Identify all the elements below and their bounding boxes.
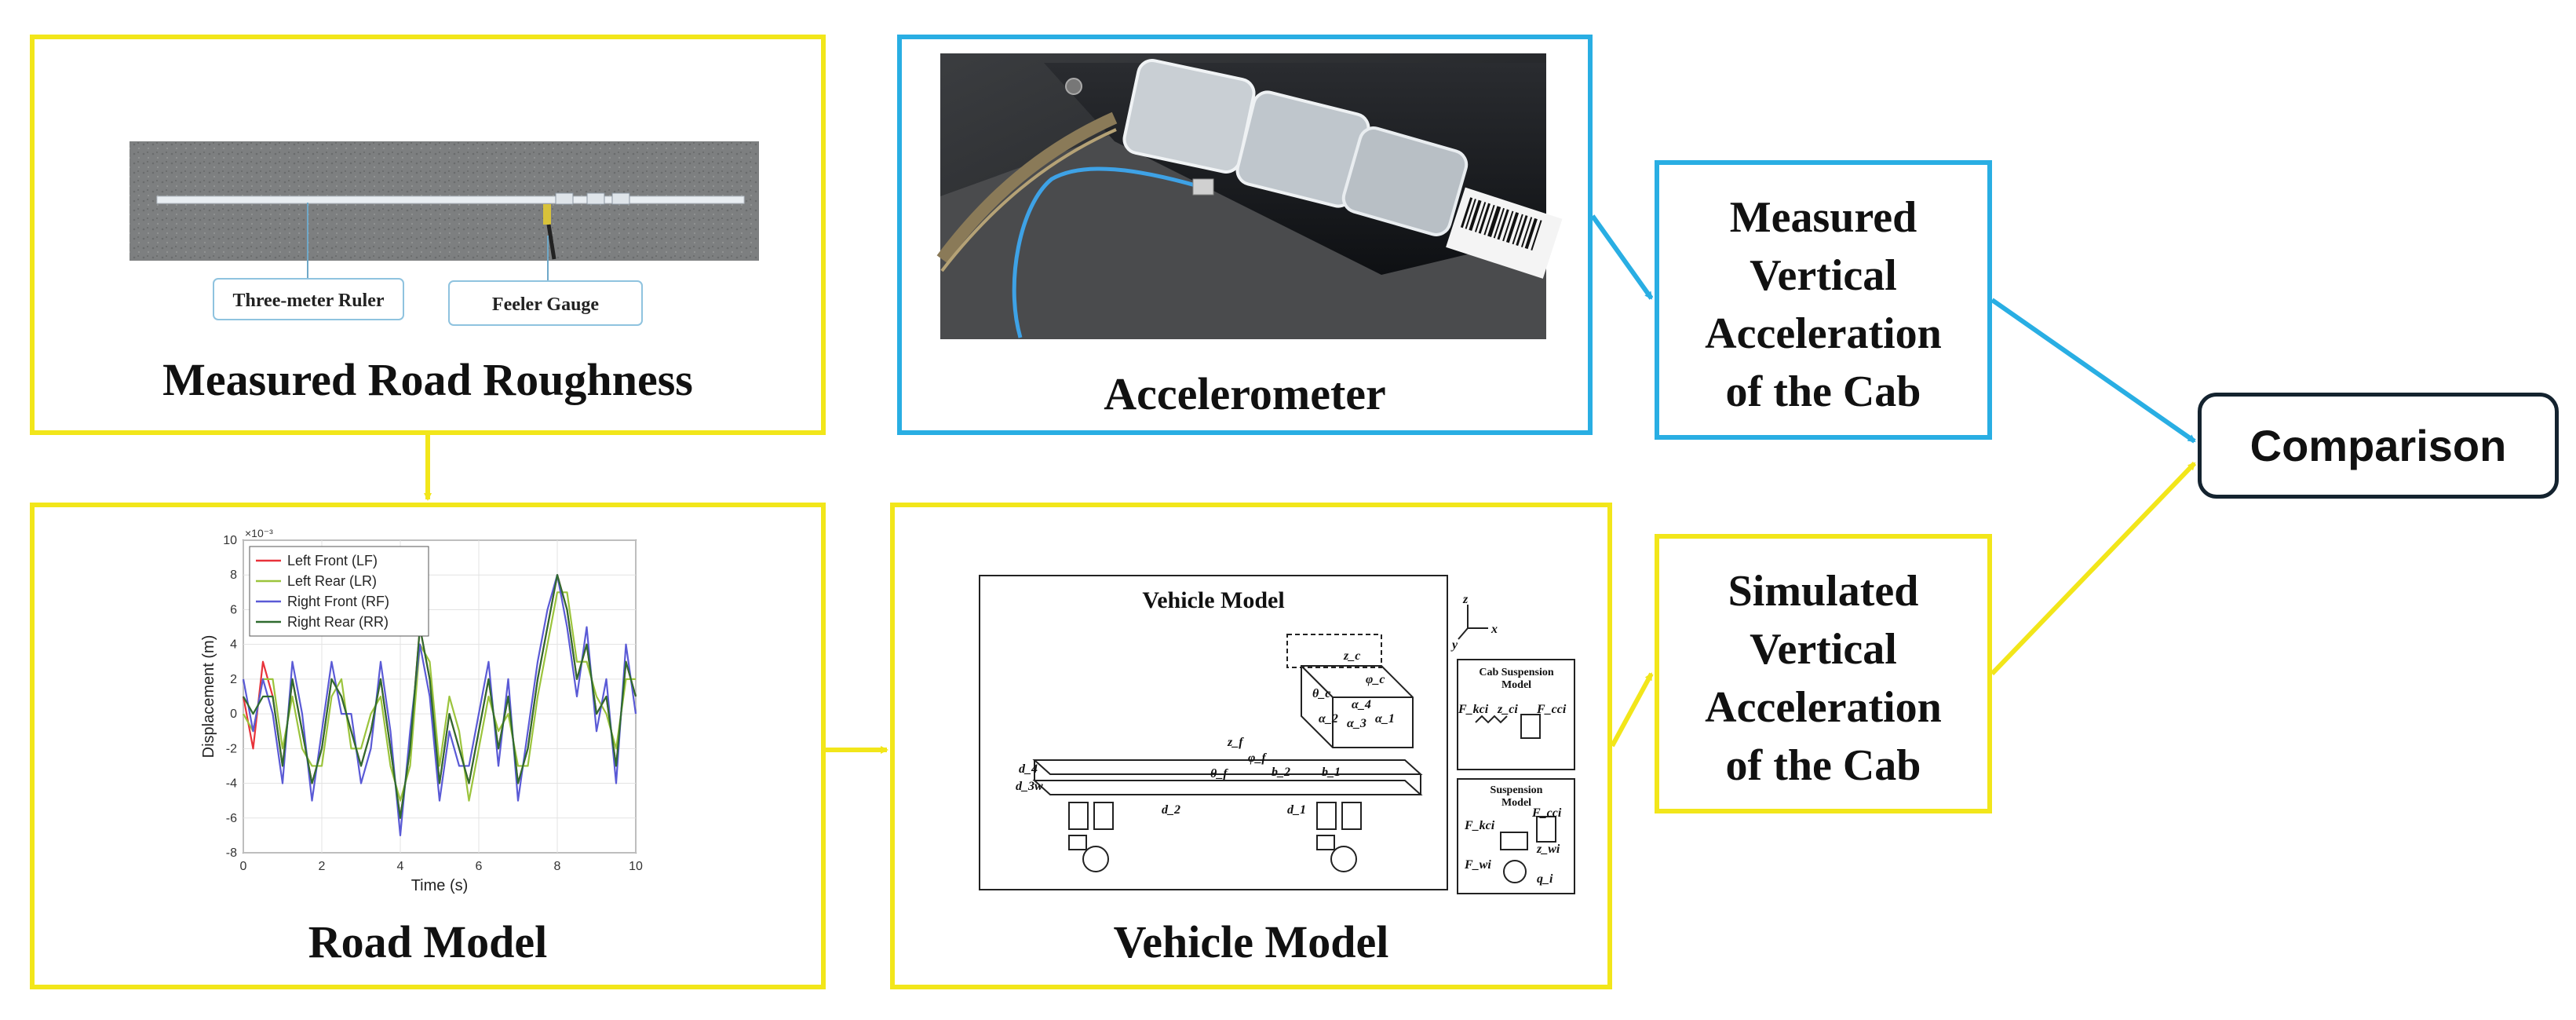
label-zf: z_f [1227, 736, 1244, 749]
chart-xtick-label: 2 [319, 860, 326, 873]
road-model-caption: Road Model [308, 916, 548, 967]
cab-suspension-panel [1457, 659, 1575, 770]
label-phif: φ_f [1248, 751, 1267, 765]
feeler-gauge-mark [543, 204, 551, 225]
chart-lines [242, 574, 637, 836]
chart-xlabel: Time (s) [411, 877, 469, 894]
chart-series-line-1 [243, 591, 636, 802]
chart-ytick-label: -4 [226, 777, 237, 791]
vehicle-model-caption: Vehicle Model [1113, 916, 1389, 967]
comparison-box: Comparison [2198, 393, 2559, 499]
label-b2: b_2 [1272, 766, 1290, 779]
chart-ytick-label: 6 [230, 603, 237, 616]
sensor-cable [1012, 166, 1202, 338]
measured-acceleration-text: Measured Vertical Acceleration of the Ca… [1705, 193, 1942, 416]
chart-legend-label: Left Front (LF) [287, 553, 378, 568]
chart-ylabel: Displacement (m) [200, 635, 217, 759]
label-d2: d_2 [1162, 803, 1180, 817]
suspension-title-2: Model [1501, 797, 1531, 809]
label-fwi: F_wi [1464, 858, 1491, 872]
label-d1: d_1 [1287, 803, 1306, 817]
label-b1: b_1 [1322, 766, 1341, 779]
cab-suspension-title-1: Cab Suspension [1479, 667, 1554, 678]
vehicle-model-box: Vehicle Model [890, 503, 1612, 989]
chart-legend-label: Right Rear (RR) [287, 614, 389, 630]
arrow-simulated-to-comparison [1990, 461, 2197, 676]
chart-xtick-label: 8 [554, 860, 561, 873]
label-thetaf: θ_f [1210, 767, 1228, 781]
simulated-acceleration-text: Simulated Vertical Acceleration of the C… [1705, 567, 1942, 790]
suspension-panel [1457, 778, 1575, 894]
cab-suspension-title-2: Model [1501, 679, 1531, 691]
feeler-gauge-label: Feeler Gauge [492, 294, 600, 315]
chart-y-scale-note: ×10⁻³ [245, 527, 273, 539]
label-thetac: θ_c [1312, 687, 1330, 700]
chart-legend: Left Front (LF) Left Rear (LR) Right Front… [249, 546, 429, 637]
accelerometer-caption: Accelerometer [1104, 368, 1386, 419]
label-alpha3: α_3 [1347, 717, 1366, 730]
chart-xtick-label: 6 [476, 860, 483, 873]
label-zc: z_c [1343, 649, 1360, 663]
label-phic: φ_c [1366, 673, 1385, 686]
three-meter-ruler-label: Three-meter Ruler [232, 291, 384, 311]
axis-z: z [1462, 593, 1469, 606]
label-zwi: z_wi [1536, 843, 1560, 856]
chart-ytick-label: 0 [230, 707, 237, 721]
label-alpha4: α_4 [1352, 698, 1371, 711]
chart-ytick-label: -8 [226, 846, 237, 860]
chart-ytick-label: -6 [226, 812, 237, 825]
chart-legend-label: Right Front (RF) [287, 594, 389, 609]
simulated-acceleration-box: Simulated Vertical Acceleration of the C… [1655, 534, 1992, 813]
label-d4: d_4 [1019, 762, 1038, 776]
label-alpha1: α_1 [1375, 712, 1395, 726]
vehicle-diagram-title: Vehicle Model [1142, 587, 1284, 613]
chart-ytick-label: 2 [230, 673, 237, 686]
chart-xtick-label: 0 [240, 860, 247, 873]
ruler-bar [156, 196, 745, 204]
label-alpha2: α_2 [1319, 712, 1338, 726]
chart-series-line-3 [243, 574, 637, 819]
arrow-vehicle-to-simulated [1610, 672, 1654, 748]
chart-legend-label: Left Rear (LR) [287, 573, 377, 589]
chart-xtick-label: 4 [397, 860, 404, 873]
measured-road-roughness-caption: Measured Road Roughness [162, 354, 693, 405]
vehicle-diagram-frame [979, 575, 1448, 890]
axis-y: y [1450, 638, 1458, 652]
suspension-title-1: Suspension [1491, 784, 1543, 796]
label-qi: q_i [1537, 872, 1553, 886]
barcode-sticker [1446, 187, 1563, 279]
label-fkci-2: F_kci [1464, 819, 1495, 832]
label-zci: z_ci [1497, 703, 1518, 716]
chart-series-line-2 [242, 574, 637, 836]
sensor-pads [1122, 59, 1469, 236]
measured-acceleration-box: Measured Vertical Acceleration of the Ca… [1655, 160, 1992, 440]
chart-ytick-label: 4 [230, 638, 237, 652]
chart-ytick-label: 10 [223, 534, 237, 547]
chart-ticks: 0 2 4 6 8 10 -8 -6 -4 -2 0 2 4 6 8 10 [223, 534, 643, 873]
label-fkci: F_kci [1458, 703, 1489, 716]
chart-xtick-label: 10 [629, 860, 643, 873]
label-fcci-2: F_cci [1531, 806, 1562, 820]
label-d3w: d_3w [1016, 780, 1043, 793]
axis-x: x [1491, 623, 1498, 636]
comparison-label: Comparison [2249, 421, 2507, 470]
chart-ytick-label: -2 [226, 742, 237, 755]
arrow-accelerometer-to-measured [1590, 214, 1654, 300]
arrow-measured-to-comparison [1990, 298, 2196, 444]
chart-ytick-label: 8 [230, 568, 237, 582]
label-fcci: F_cci [1536, 703, 1567, 716]
